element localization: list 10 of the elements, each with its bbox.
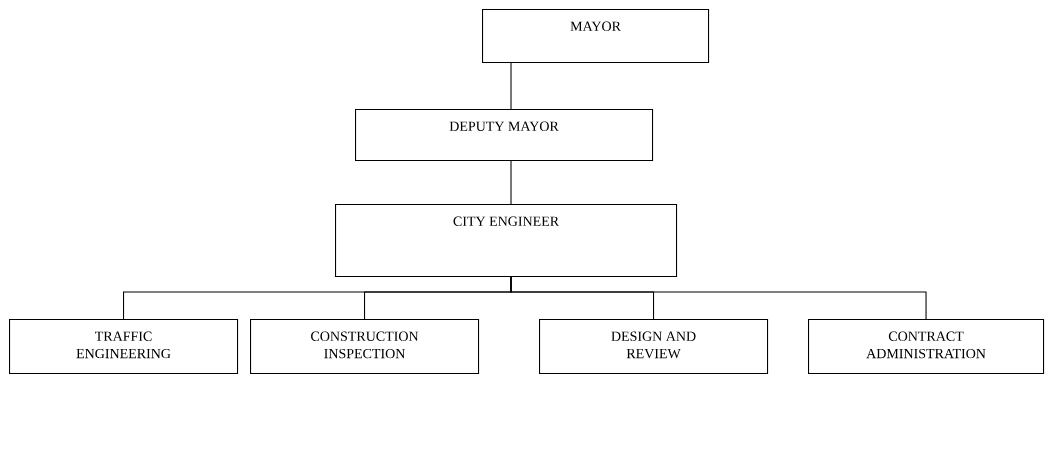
org-box: MAYOR <box>482 9 710 64</box>
org-box: DESIGN AND REVIEW <box>539 319 769 375</box>
connector-line <box>510 276 927 320</box>
org-box: TRAFFIC ENGINEERING <box>9 319 239 375</box>
org-box: DEPUTY MAYOR <box>355 109 654 162</box>
connector-line <box>510 62 512 110</box>
org-box: CITY ENGINEER <box>335 204 678 278</box>
connector-line <box>510 160 512 205</box>
org-box: CONSTRUCTION INSPECTION <box>250 319 480 375</box>
org-box: CONTRACT ADMINISTRATION <box>808 319 1045 375</box>
